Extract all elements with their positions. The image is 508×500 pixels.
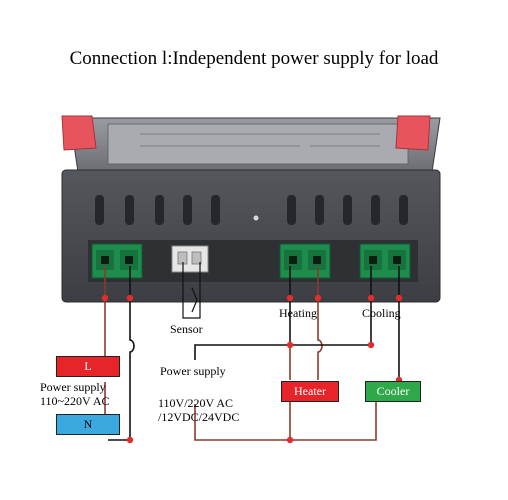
wire-heating — [317, 266, 323, 380]
sensor-label: Sensor — [170, 322, 203, 336]
sensor-probe — [191, 287, 198, 313]
mounting-clip-left — [61, 115, 97, 151]
controller-label-panel — [107, 123, 409, 165]
cooler-box: Cooler — [365, 381, 421, 402]
power-supply-center: Power supply — [160, 364, 226, 378]
sensor-connector — [171, 245, 209, 273]
power-supply-left-line1: Power supply — [40, 380, 106, 394]
controller-body — [61, 169, 441, 303]
heater-box: Heater — [281, 381, 339, 402]
voltage-line1: 110V/220V AC — [158, 396, 234, 410]
cooling-label: Cooling — [362, 306, 401, 320]
terminal-L-box: L — [56, 356, 120, 377]
diagram-title: Connection l:Independent power supply fo… — [69, 48, 439, 69]
wire-return — [194, 402, 377, 441]
junction-nodes — [101, 294, 403, 444]
voltage-line2: /12VDC/24VDC — [158, 410, 240, 424]
cooling-terminal-block — [359, 243, 411, 279]
wire-supply-black — [194, 266, 291, 360]
mounting-clip-right — [395, 115, 431, 151]
wire-N — [129, 266, 135, 440]
power-terminal-block — [91, 243, 143, 279]
power-supply-left-line2: 110~220V AC — [40, 394, 110, 408]
ventilation-slots — [95, 195, 408, 225]
terminal-N-box: N — [56, 414, 120, 435]
wiring — [104, 262, 400, 441]
heating-terminal-block — [279, 243, 331, 279]
heating-label: Heating — [279, 306, 317, 320]
wire-sensor — [182, 262, 201, 319]
